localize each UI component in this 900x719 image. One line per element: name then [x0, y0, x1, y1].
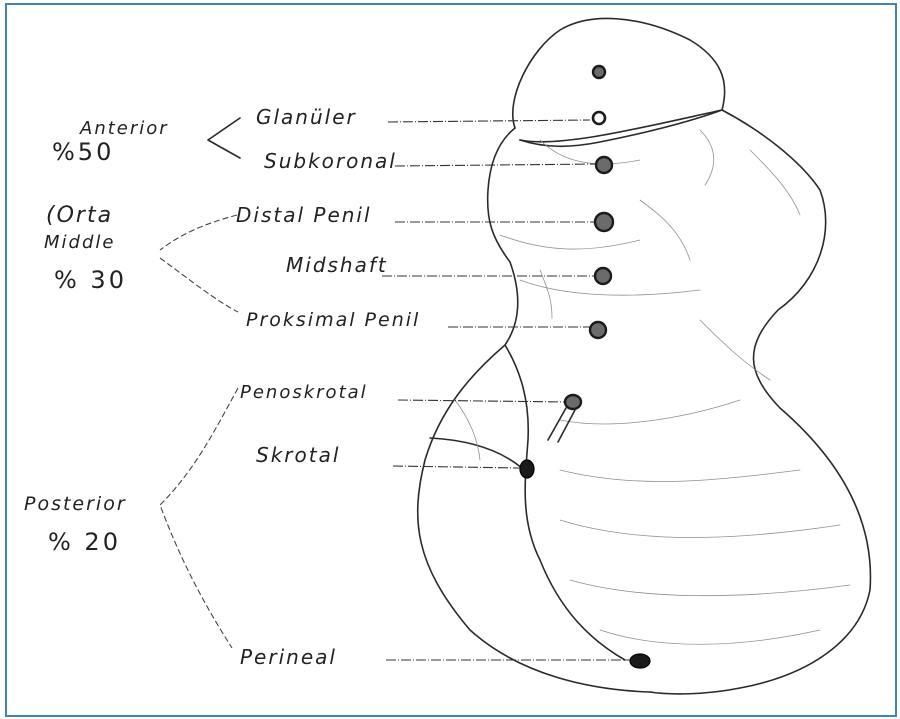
label-perineal: Perineal [240, 645, 337, 669]
group-middle-name-tr: (Orta [46, 203, 113, 228]
label-skrotal: Skrotal [256, 443, 340, 467]
group-middle-percent: % 30 [54, 266, 127, 294]
label-penoskrotal: Penoskrotal [240, 382, 368, 403]
label-subkoronal: Subkoronal [264, 149, 397, 173]
marker-penoskrotal [565, 395, 581, 409]
marker-skrotal [520, 460, 534, 478]
group-posterior-name: Posterior [24, 493, 127, 515]
marker-midshaft [595, 268, 611, 284]
marker-subkoronal [596, 157, 612, 173]
marker-glanuler [593, 112, 605, 124]
marker-perineal [630, 654, 650, 668]
label-distal-penil: Distal Penil [236, 203, 372, 227]
label-proksimal-penil: Proksimal Penil [246, 309, 420, 331]
marker-glans-tip [593, 66, 605, 78]
group-posterior-percent: % 20 [48, 528, 121, 556]
group-anterior-name: Anterior [79, 118, 169, 139]
label-glanuler: Glanüler [256, 105, 357, 129]
label-midshaft: Midshaft [286, 253, 388, 277]
marker-distal-penil [595, 213, 613, 231]
marker-proksimal-penil [590, 322, 606, 338]
figure-frame [6, 4, 896, 716]
group-middle-name-en: Middle [44, 232, 115, 253]
group-anterior-percent: %50 [52, 138, 114, 166]
